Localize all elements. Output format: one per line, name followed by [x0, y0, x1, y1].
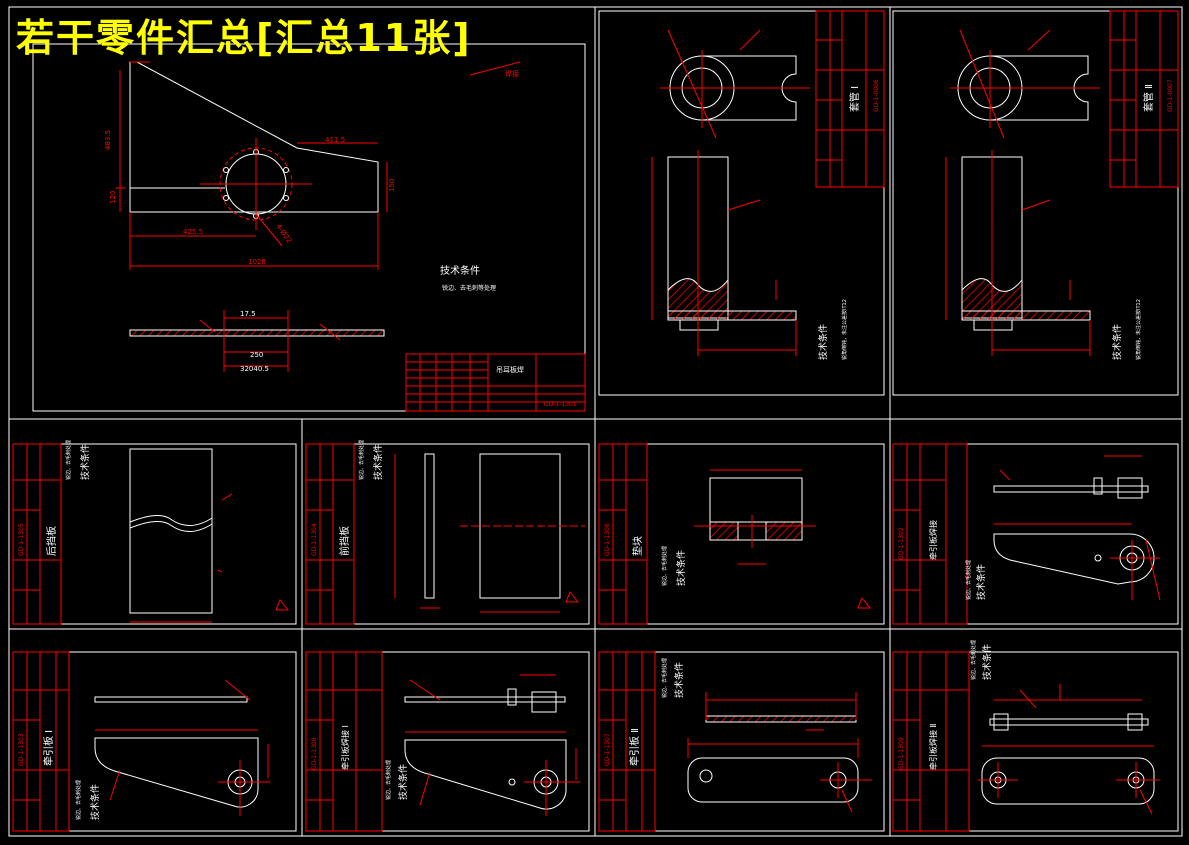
- part-code: GD-1-1307: [604, 733, 611, 766]
- sheet-main[interactable]: 411.5 483.5 120 150 425.5 1028 4-Ø22 焊接 …: [32, 43, 586, 412]
- dim-top: 411.5: [325, 136, 345, 144]
- part-code: GD-1-1305: [18, 523, 25, 556]
- part-code: GD-1-1302: [898, 527, 905, 560]
- dim-right-height: 150: [388, 179, 396, 192]
- page-title: 若干零件汇总[汇总11张]: [16, 16, 472, 60]
- title-strip: [892, 651, 970, 832]
- dim-pitch: 250: [250, 351, 263, 359]
- dim-thickness: 17.5: [240, 310, 256, 318]
- part-name: 牵引板 Ⅱ: [628, 728, 641, 766]
- part-code: GD-1-1308: [311, 737, 318, 770]
- tech-title: 技术条件: [981, 644, 993, 680]
- tech-text: 锐角倒钝，未注公差按IT12: [1135, 299, 1142, 360]
- tech-text: 锐边、去毛刺等处理: [442, 284, 496, 292]
- tech-text: 锐边、去毛刺处理: [970, 640, 977, 680]
- tech-text: 锐角倒钝，未注公差按IT12: [841, 299, 848, 360]
- title-block-code: GD-1-1301: [544, 401, 577, 408]
- part-name: 牵引板焊接 Ⅰ: [340, 725, 350, 770]
- part-name: 套管 Ⅱ: [1142, 84, 1155, 112]
- dim-holes: 4-Ø22: [274, 223, 293, 245]
- tech-text: 锐边、去毛刺处理: [965, 560, 972, 600]
- part-name: 垫块: [631, 536, 644, 556]
- sheet-pad[interactable]: 垫块 GD-1-1306 技术条件 锐边、去毛刺处理: [598, 443, 885, 625]
- sheet-traction-weld-1[interactable]: 牵引板焊接 Ⅰ GD-1-1308 技术条件 锐边、去毛刺处理: [305, 651, 590, 832]
- part-name: 牵引板焊接 Ⅱ: [928, 723, 938, 770]
- part-name: 后挡板: [45, 526, 58, 556]
- tech-text: 锐边、去毛刺处理: [385, 760, 392, 800]
- weld-label: 焊接: [505, 69, 519, 78]
- title-strip: [305, 443, 355, 625]
- dim-sub: 32040.5: [240, 365, 269, 373]
- tech-text: 锐边、去毛刺处理: [75, 780, 82, 820]
- part-code: GD-1-0006: [873, 79, 880, 112]
- title-strip: [598, 651, 656, 832]
- dim-left-height: 483.5: [104, 130, 112, 150]
- tech-title: 技术条件: [817, 324, 829, 360]
- dim-total: 1028: [248, 258, 266, 266]
- sheet-grid: [8, 6, 1183, 837]
- sheet-rear-plate[interactable]: 后挡板 GD-1-1305 技术条件 锐边、去毛刺处理: [12, 440, 297, 625]
- part-name: 牵引板焊接: [928, 520, 938, 560]
- sheet-traction-1[interactable]: 牵引板 Ⅰ GD-1-1303 技术条件 锐边、去毛刺处理: [12, 651, 297, 832]
- sheet-front-plate[interactable]: 前挡板 GD-1-1304 技术条件 锐边、去毛刺处理: [305, 440, 590, 625]
- sheet-ear-weld[interactable]: 牵引板焊接 GD-1-1302 技术条件 锐边、去毛刺处理: [892, 443, 1179, 625]
- tech-text: 锐边、去毛刺处理: [661, 546, 668, 586]
- title-strip: [598, 443, 648, 625]
- title-strip: [12, 443, 62, 625]
- title-block: [405, 353, 586, 412]
- tech-title: 技术条件: [1111, 324, 1123, 360]
- sheet-sleeve-2[interactable]: 套管 Ⅱ GD-1-0007 技术条件 锐角倒钝，未注公差按IT12: [892, 10, 1179, 396]
- sheet-sleeve-1[interactable]: 套管 Ⅰ GD-1-0006 技术条件 锐角倒钝，未注公差按IT12: [598, 10, 885, 396]
- dim-mid: 425.5: [183, 228, 203, 236]
- tech-title: 技术条件: [372, 444, 384, 480]
- dim-left-small: 120: [109, 191, 117, 204]
- tech-text: 锐边、去毛刺处理: [65, 440, 72, 480]
- title-strip: [892, 443, 968, 625]
- tech-title: 技术条件: [79, 444, 91, 480]
- part-name: 套管 Ⅰ: [848, 86, 861, 112]
- title-strip: [305, 651, 383, 832]
- title-strip: [815, 10, 885, 188]
- title-strip: [12, 651, 70, 832]
- title-strip: [1109, 10, 1179, 188]
- sheet-traction-weld-2[interactable]: 牵引板焊接 Ⅱ GD-1-1309 技术条件 锐边、去毛刺处理: [892, 640, 1179, 832]
- tech-title: 技术条件: [675, 550, 687, 586]
- part-name: 牵引板 Ⅰ: [42, 730, 55, 766]
- tech-title: 技术条件: [673, 662, 685, 698]
- part-code: GD-1-0007: [1167, 79, 1174, 112]
- part-code: GD-1-1304: [311, 523, 318, 556]
- sheet-traction-2[interactable]: 牵引板 Ⅱ GD-1-1307 技术条件 锐边、去毛刺处理: [598, 651, 885, 832]
- part-code: GD-1-1306: [604, 523, 611, 556]
- title-block-name: 吊耳板焊: [496, 365, 524, 374]
- part-code: GD-1-1303: [18, 733, 25, 766]
- part-code: GD-1-1309: [898, 737, 905, 770]
- tech-title: 技术条件: [397, 764, 409, 800]
- part-name: 前挡板: [338, 526, 351, 556]
- tech-title: 技术条件: [89, 784, 101, 820]
- tech-title: 技术条件: [440, 264, 480, 277]
- tech-text: 锐边、去毛刺处理: [358, 440, 365, 480]
- tech-text: 锐边、去毛刺处理: [661, 658, 668, 698]
- tech-title: 技术条件: [975, 564, 987, 600]
